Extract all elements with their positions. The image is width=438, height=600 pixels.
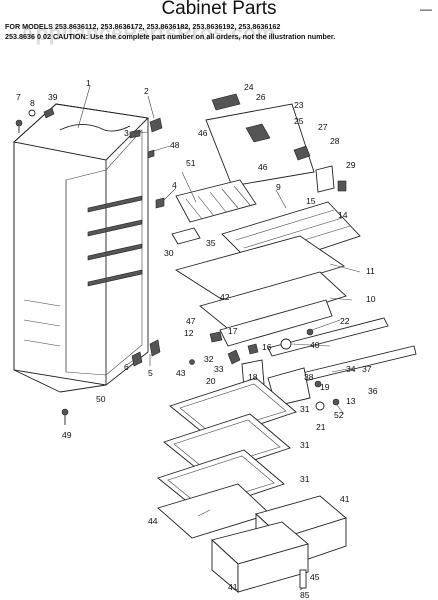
callout-25: 25 xyxy=(294,116,304,126)
callout-17: 17 xyxy=(228,326,238,336)
callout-7: 7 xyxy=(16,92,21,102)
callout-numbers: 1 2 3 4 5 6 7 8 9 10 11 12 13 14 15 16 1… xyxy=(16,78,378,600)
callout-41b: 41 xyxy=(228,582,238,592)
shelf-icon xyxy=(171,179,417,383)
callout-5: 5 xyxy=(148,368,153,378)
callout-39: 39 xyxy=(48,92,58,102)
callout-35: 35 xyxy=(206,238,216,248)
callout-32: 32 xyxy=(204,354,214,364)
callout-4: 4 xyxy=(172,180,177,190)
caution-line: 253.8636 0 02 CAUTION: Use the complete … xyxy=(5,32,435,41)
callout-6: 6 xyxy=(124,362,129,372)
callout-9: 9 xyxy=(276,182,281,192)
callout-18: 18 xyxy=(248,372,258,382)
callout-3: 3 xyxy=(124,128,129,138)
bracket-icon xyxy=(205,93,347,193)
callout-28: 28 xyxy=(330,136,340,146)
watermark: AppliancePartsPros.com xyxy=(20,22,276,45)
callout-22: 22 xyxy=(340,316,350,326)
callout-21: 21 xyxy=(316,422,326,432)
callout-29: 29 xyxy=(346,160,356,170)
callout-52: 52 xyxy=(334,410,344,420)
callout-44: 44 xyxy=(148,516,158,526)
callout-19: 19 xyxy=(320,382,330,392)
callout-50: 50 xyxy=(96,394,106,404)
callout-33: 33 xyxy=(214,364,224,374)
callout-27: 27 xyxy=(318,122,328,132)
callout-23: 23 xyxy=(294,100,304,110)
callout-34: 34 xyxy=(346,364,356,374)
callout-15: 15 xyxy=(306,196,316,206)
callout-85: 85 xyxy=(300,590,310,600)
callout-10: 10 xyxy=(366,294,376,304)
leader-lines xyxy=(77,85,361,591)
callout-11: 11 xyxy=(366,266,375,276)
callout-47: 47 xyxy=(186,316,196,326)
callout-2: 2 xyxy=(144,86,149,96)
callout-46b: 46 xyxy=(258,162,268,172)
callout-31c: 31 xyxy=(300,474,310,484)
callout-41a: 41 xyxy=(340,494,350,504)
callout-36: 36 xyxy=(368,386,378,396)
callout-45: 45 xyxy=(310,572,320,582)
callout-49: 49 xyxy=(62,430,72,440)
callout-42: 42 xyxy=(220,292,230,302)
callout-8: 8 xyxy=(30,98,35,108)
callout-38: 38 xyxy=(304,372,314,382)
callout-1: 1 xyxy=(86,78,91,88)
callout-13: 13 xyxy=(346,396,356,406)
crisper-drawer-icon xyxy=(211,495,347,593)
callout-31b: 31 xyxy=(300,440,310,450)
callout-20: 20 xyxy=(206,376,216,386)
callout-40: 40 xyxy=(310,340,320,350)
glass-shelves xyxy=(157,377,297,539)
callout-31a: 31 xyxy=(300,404,310,414)
models-line-2: 253.8636 0 02 xyxy=(5,32,51,41)
callout-37: 37 xyxy=(362,364,372,374)
page-title: Cabinet Parts xyxy=(161,0,277,19)
callout-43: 43 xyxy=(176,368,186,378)
callout-30: 30 xyxy=(164,248,174,258)
callout-46a: 46 xyxy=(198,128,208,138)
models-line: FOR MODELS 253.8636112, 253.8636172, 253… xyxy=(5,22,281,31)
corner-mark: — xyxy=(420,2,432,16)
callout-14: 14 xyxy=(338,210,348,220)
callout-51: 51 xyxy=(186,158,196,168)
callout-48: 48 xyxy=(170,140,180,150)
callout-16: 16 xyxy=(262,342,272,352)
caution-text: CAUTION: Use the complete part number on… xyxy=(52,32,336,41)
callout-26: 26 xyxy=(256,92,266,102)
callout-12: 12 xyxy=(184,328,194,338)
refrigerator-cabinet-icon xyxy=(13,103,149,393)
screw-icon xyxy=(15,107,165,425)
callout-24: 24 xyxy=(244,82,254,92)
